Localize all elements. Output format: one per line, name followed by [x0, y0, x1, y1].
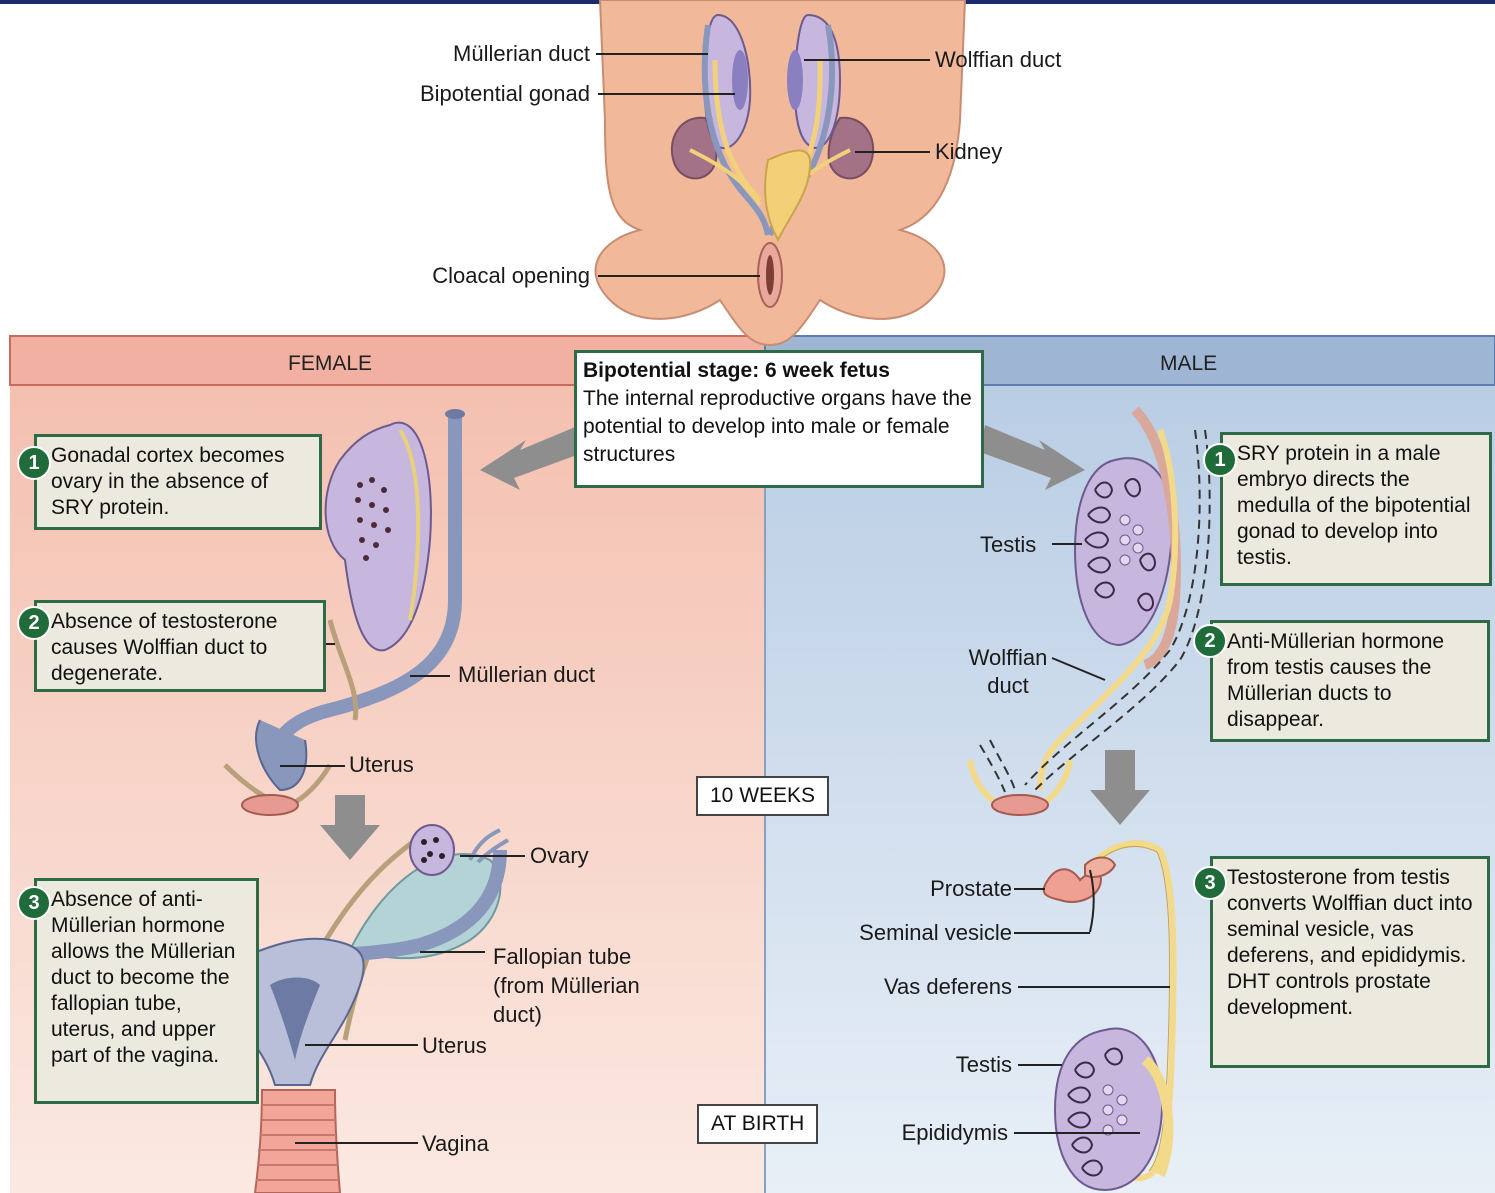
ten-weeks-label: 10 WEEKS [696, 776, 829, 816]
stage-title: Bipotential stage: 6 week fetus [583, 357, 975, 385]
male-step2-number: 2 [1193, 624, 1227, 658]
female-label-uterus-birth: Uterus [422, 1033, 487, 1059]
male-label-epididymis: Epididymis [850, 1120, 1008, 1146]
female-label-mullerian-duct: Müllerian duct [458, 662, 595, 688]
top-label-bipotential-gonad: Bipotential gonad [360, 81, 590, 107]
female-step1-number: 1 [17, 446, 51, 480]
male-label-wolffian-duct: Wolffian duct [963, 644, 1053, 700]
male-step3-box: Testosterone from testis converts Wolffi… [1210, 856, 1490, 1068]
top-label-mullerian-duct: Müllerian duct [380, 41, 590, 67]
top-label-kidney: Kidney [935, 139, 1002, 165]
female-label-uterus-10wk: Uterus [349, 752, 414, 778]
male-label-prostate: Prostate [880, 876, 1012, 902]
male-step1-text: SRY protein in a male embryo directs the… [1237, 442, 1471, 569]
top-label-cloacal-opening: Cloacal opening [360, 263, 590, 289]
male-step1-box: SRY protein in a male embryo directs the… [1220, 432, 1492, 586]
top-label-wolffian-duct: Wolffian duct [935, 47, 1061, 73]
male-step3-text: Testosterone from testis converts Wolffi… [1227, 866, 1473, 1019]
male-step2-text: Anti-Müllerian hormone from testis cause… [1227, 630, 1444, 731]
female-step1-box: Gonadal cortex becomes ovary in the abse… [34, 434, 322, 530]
female-step2-number: 2 [17, 606, 51, 640]
female-step2-box: Absence of testosterone causes Wolffian … [34, 600, 326, 692]
female-step2-text: Absence of testosterone causes Wolffian … [51, 610, 277, 685]
male-label-testis-10wk: Testis [980, 532, 1036, 558]
at-birth-label: AT BIRTH [697, 1104, 818, 1144]
male-label-vas-deferens: Vas deferens [832, 974, 1012, 1000]
male-step3-number: 3 [1193, 866, 1227, 900]
male-header: MALE [1160, 352, 1217, 376]
female-step1-text: Gonadal cortex becomes ovary in the abse… [51, 444, 284, 519]
female-header: FEMALE [288, 352, 372, 376]
male-step1-number: 1 [1203, 443, 1237, 477]
stage-text: The internal reproductive organs have th… [583, 385, 975, 469]
bipotential-stage-box: Bipotential stage: 6 week fetus The inte… [574, 350, 984, 488]
female-label-fallopian-tube: Fallopian tube (from Müllerian duct) [493, 942, 673, 1029]
fetus-body [596, 0, 965, 345]
male-step2-box: Anti-Müllerian hormone from testis cause… [1210, 620, 1490, 742]
male-label-testis-birth: Testis [880, 1052, 1012, 1078]
female-step3-box: Absence of anti-Müllerian hormone allows… [34, 878, 259, 1104]
female-label-vagina: Vagina [422, 1131, 489, 1157]
male-label-seminal-vesicle: Seminal vesicle [812, 920, 1012, 946]
female-step3-text: Absence of anti-Müllerian hormone allows… [51, 888, 235, 1067]
female-label-ovary: Ovary [530, 843, 589, 869]
female-step3-number: 3 [17, 886, 51, 920]
